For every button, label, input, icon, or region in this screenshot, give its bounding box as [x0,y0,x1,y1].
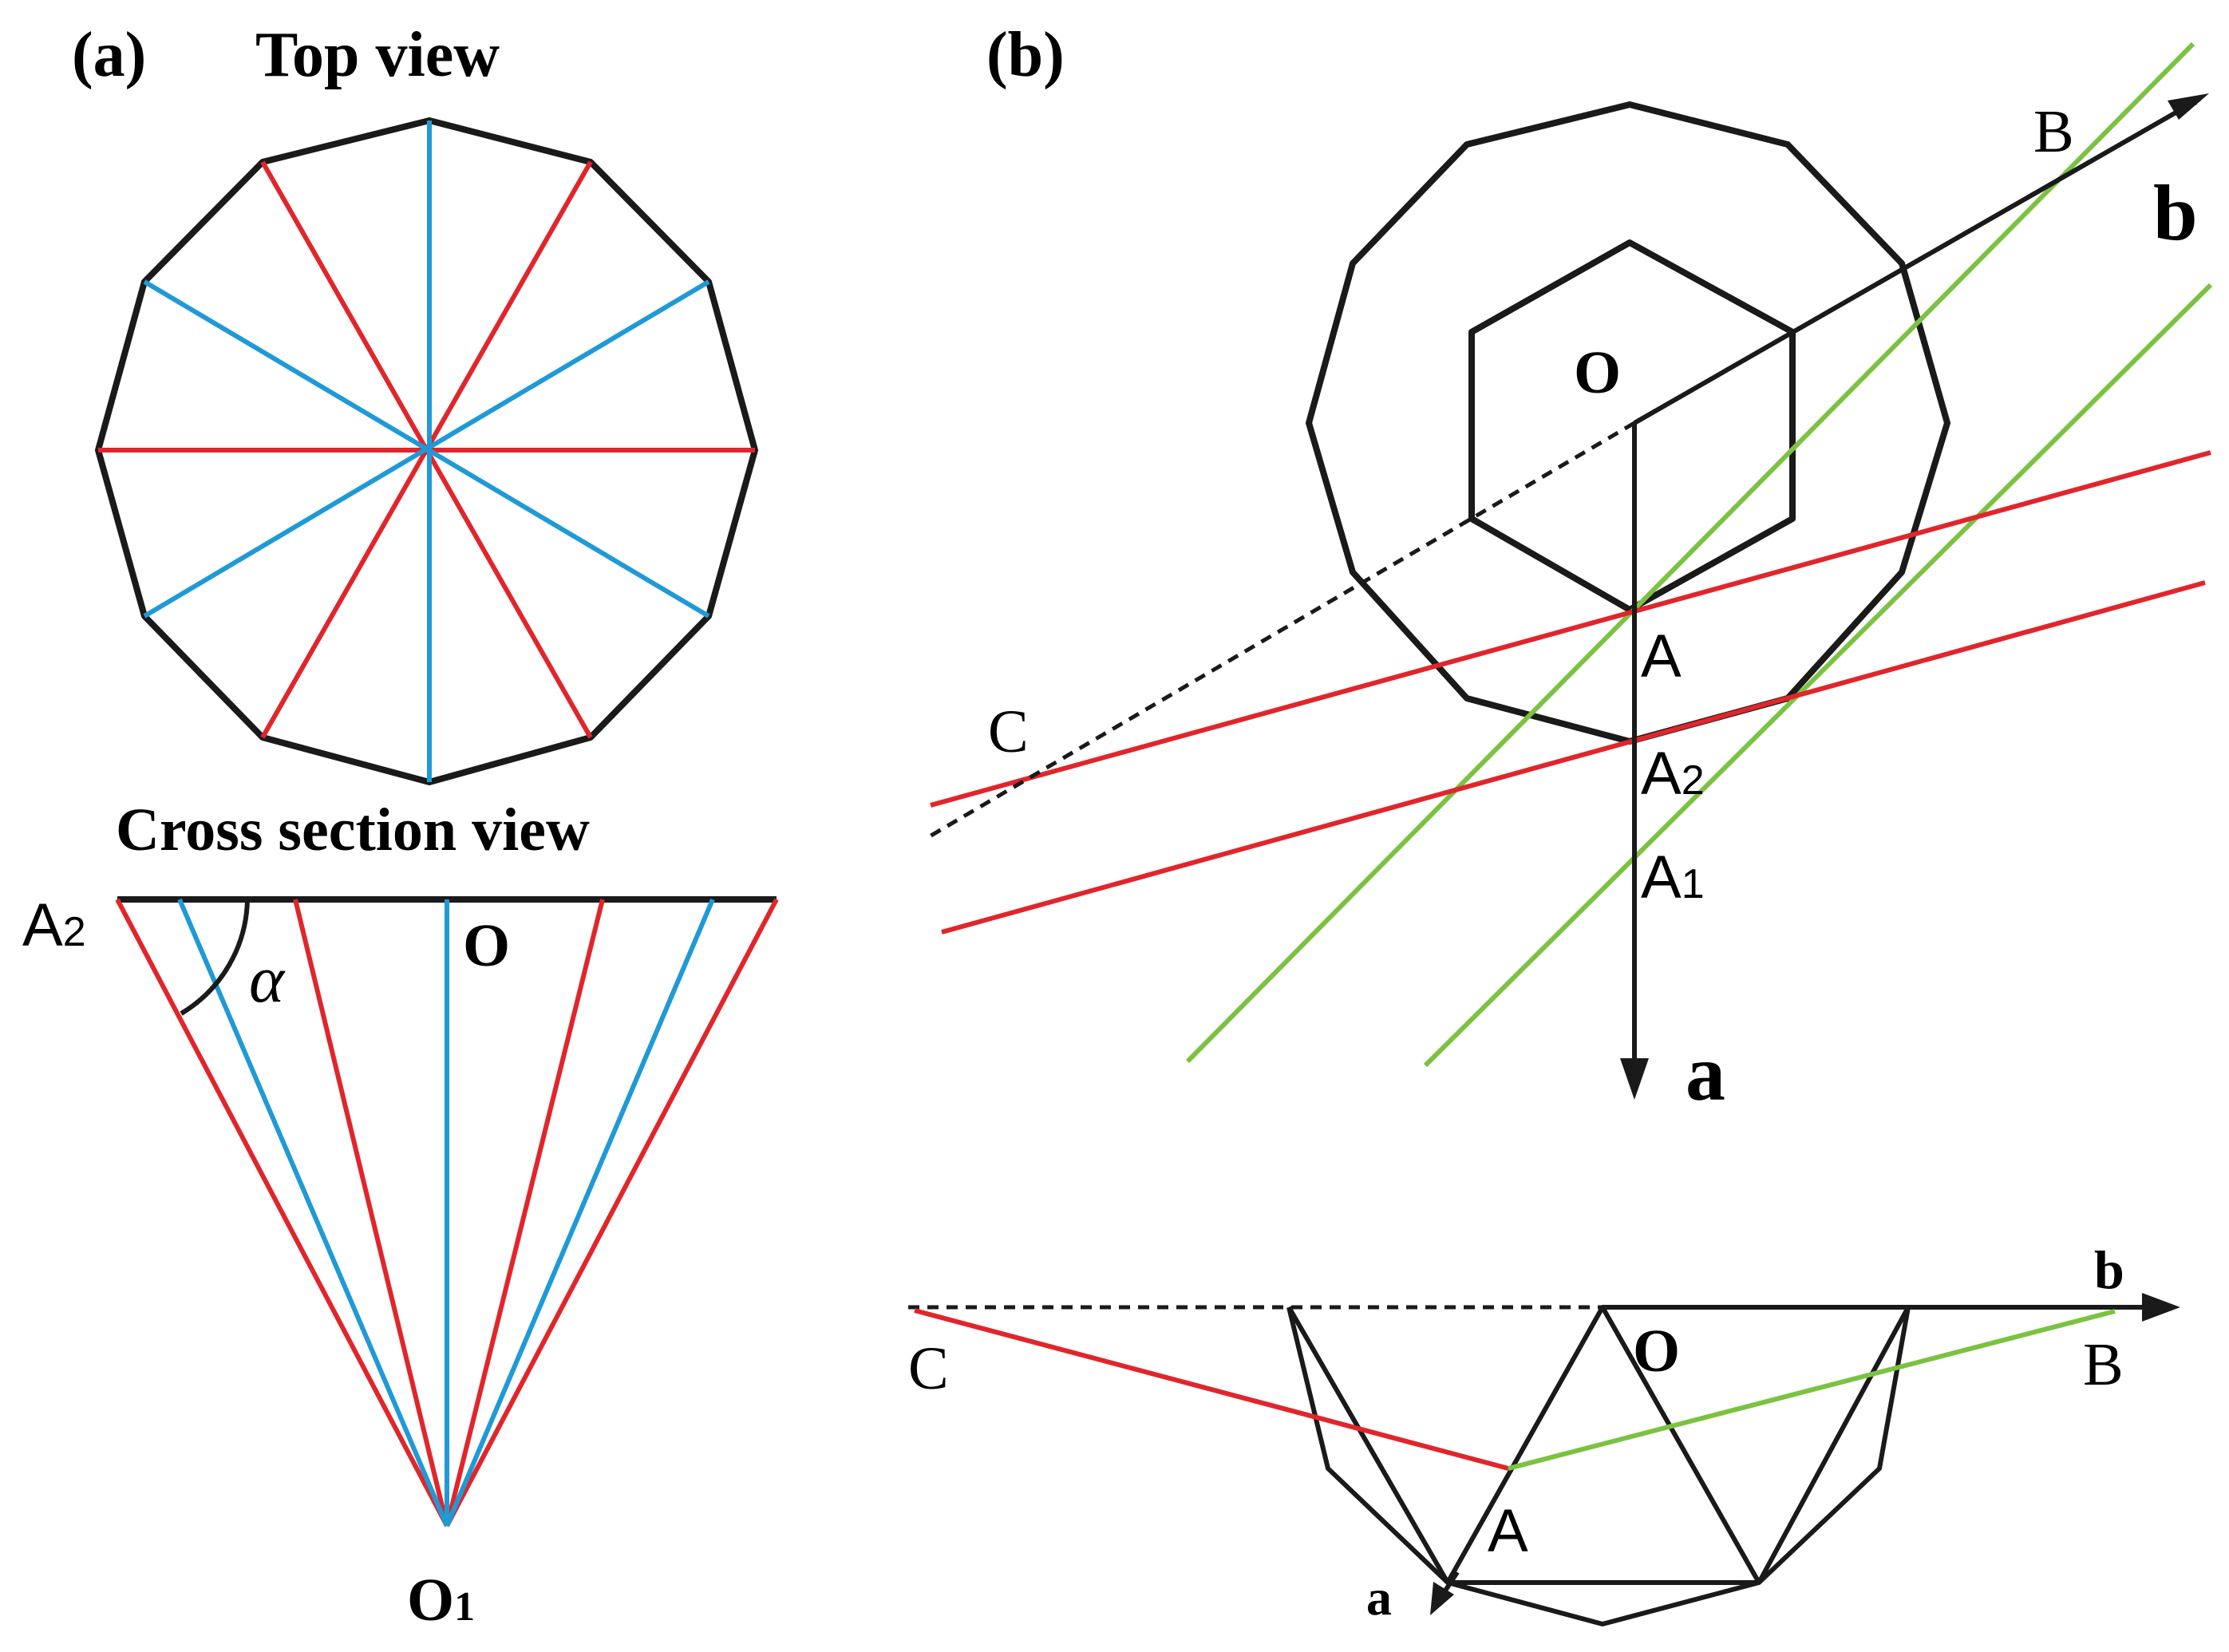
cross-section-title: Cross section view [116,796,590,864]
label-o1-main: O [407,1567,454,1634]
label-a-axis-top: a [1686,1029,1725,1117]
label-c-top: C [988,698,1029,765]
label-a-axis-bottom: a [1366,1569,1392,1626]
label-a1-top-main: A [1641,844,1682,911]
green-line [1185,41,2195,1064]
arrowhead-b [2168,93,2209,120]
label-o-cross-section: O [463,912,510,979]
label-alpha: α [249,943,286,1017]
label-b-axis-bottom: b [2094,1239,2124,1300]
arrowhead-a-bottom [1430,1582,1454,1615]
label-o-top: O [1574,339,1621,406]
red-generatrix-line [115,898,449,1528]
panel-b-cross-section [908,1293,2180,1626]
panel-a-tag: (a) [72,20,146,90]
arrowhead-a [1620,1058,1649,1100]
label-a1-top-sub: 1 [1682,861,1705,907]
label-b-point-bottom: B [2083,1331,2124,1398]
label-o1-sub: 1 [454,1584,475,1630]
label-a2-left: A2 [22,891,86,959]
green-line-a-to-b [1508,1309,2116,1471]
label-a2-left-main: A [22,891,63,959]
panel-a-top-view [95,117,758,785]
red-generatrix-line [445,898,779,1528]
label-a-top: A [1641,622,1682,690]
panel-b-top-view [923,41,2213,1100]
line-o-to-b [1633,97,2201,425]
alpha-angle-arc [180,899,250,1016]
outer-hull-outline [1286,1306,1911,1626]
outer-polygon-outline [1306,101,1950,745]
red-generatrix-line [445,899,605,1527]
label-b-axis-top: b [2153,168,2198,257]
red-generatrix-line [293,899,449,1527]
label-a1-top: A1 [1641,844,1705,911]
red-line-c-to-a [914,1308,1509,1471]
label-a2-top: A2 [1641,740,1705,808]
dashed-line-o-to-c [923,421,1636,842]
panel-a-cross-section [115,896,779,1528]
label-c-bottom: C [908,1335,949,1402]
label-b-point-top: B [2033,98,2074,165]
label-a-bottom: A [1488,1497,1528,1565]
blue-generatrix-line [445,898,715,1528]
label-o1: O1 [407,1567,475,1634]
green-line [1423,283,2213,1068]
label-a2-top-sub: 2 [1682,757,1705,804]
top-view-title: Top view [255,20,500,90]
label-a2-left-sub: 2 [63,909,86,955]
red-line [930,450,2211,808]
label-a2-top-main: A [1641,740,1682,808]
blue-radial-line [143,279,710,619]
red-line [941,580,2206,935]
inner-right-edge [1757,1306,1911,1584]
panel-b-tag: (b) [986,20,1065,90]
inner-left-edge [1286,1306,1450,1584]
arrowhead-b-bottom [2142,1293,2180,1322]
label-o-bottom: O [1633,1318,1680,1385]
triangle-from-o [1445,1305,1761,1584]
blue-generatrix-line [177,898,449,1528]
